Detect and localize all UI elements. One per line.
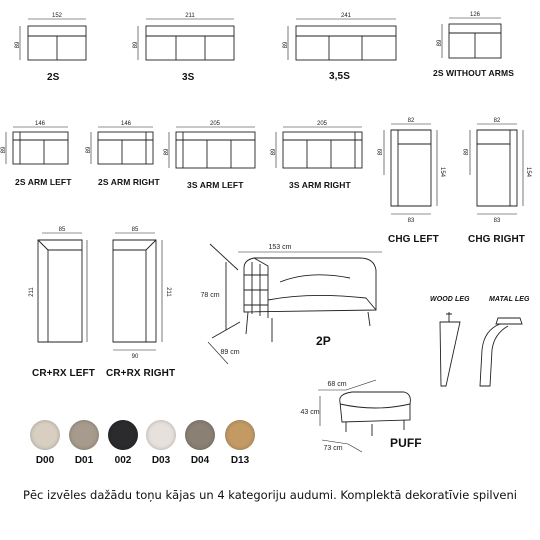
dim-2s-width: 152 bbox=[52, 13, 63, 19]
label-35s: 3,5S bbox=[329, 71, 350, 82]
dim-2p-width: 153 cm bbox=[269, 244, 292, 251]
dim-chg-right-bottom: 83 bbox=[494, 218, 501, 224]
dim-2s-arm-right-height: 89 bbox=[86, 146, 92, 153]
dim-chg-left-bottom: 83 bbox=[408, 218, 415, 224]
module-cr-rx-left-drawing bbox=[37, 232, 88, 343]
dim-cr-rx-left-top: 85 bbox=[59, 227, 66, 233]
label-cr-rx-left: CR+RX LEFT bbox=[32, 368, 95, 379]
dim-cr-rx-left-side: 211 bbox=[29, 287, 35, 297]
label-wood-leg: WOOD LEG bbox=[430, 296, 470, 303]
swatch-d01[interactable] bbox=[69, 420, 99, 450]
swatch-code-label: D01 bbox=[74, 455, 94, 466]
module-cr-rx-right-drawing bbox=[112, 232, 163, 351]
label-2s: 2S bbox=[47, 72, 60, 83]
label-chg-left: CHG LEFT bbox=[388, 234, 439, 245]
dim-3s-height: 89 bbox=[133, 41, 139, 48]
module-2s-arm-right-drawing bbox=[90, 126, 154, 165]
dim-3s-width: 211 bbox=[185, 13, 195, 19]
dim-2p-height: 78 cm bbox=[200, 292, 219, 299]
dim-35s-height: 89 bbox=[283, 41, 289, 48]
label-2s-arm-left: 2S ARM LEFT bbox=[15, 177, 72, 187]
module-chg-right-drawing bbox=[469, 123, 524, 215]
swatch-code-label: D04 bbox=[190, 455, 210, 466]
dim-chg-right-side-v: 89 bbox=[464, 148, 470, 155]
label-metal-leg: MATAL LEG bbox=[489, 296, 530, 303]
module-35s-drawing bbox=[287, 18, 397, 61]
wood-leg-drawing bbox=[439, 312, 461, 387]
module-3s-arm-right-drawing bbox=[275, 126, 363, 169]
dim-cr-rx-right-top: 85 bbox=[132, 227, 139, 233]
label-3s-arm-right: 3S ARM RIGHT bbox=[289, 180, 351, 190]
module-2s-arm-left-drawing bbox=[5, 126, 69, 165]
dim-chg-right-side-h: 154 bbox=[525, 167, 531, 178]
dim-2s-no-arms-width: 126 bbox=[470, 12, 481, 18]
swatch-code-label: 002 bbox=[114, 455, 132, 466]
swatch-d13[interactable] bbox=[225, 420, 255, 450]
swatch-code-label: D03 bbox=[151, 455, 171, 466]
label-3s-arm-left: 3S ARM LEFT bbox=[187, 180, 244, 190]
dim-chg-left-side-v: 89 bbox=[378, 148, 384, 155]
swatch-d00[interactable] bbox=[30, 420, 60, 450]
dim-2s-arm-left-width: 146 bbox=[35, 121, 46, 127]
label-puff: PUFF bbox=[390, 436, 422, 450]
dim-cr-rx-right-bottom: 90 bbox=[132, 354, 139, 360]
dim-3s-arm-right-height: 89 bbox=[271, 148, 277, 155]
dim-2s-height: 89 bbox=[15, 41, 21, 48]
dim-2p-depth: 89 cm bbox=[220, 349, 239, 356]
module-2s-drawing bbox=[19, 18, 87, 61]
dim-3s-arm-right-width: 205 bbox=[317, 121, 328, 127]
dimension-texts: 152 89 211 89 241 89 126 89 146 89 146 8… bbox=[1, 12, 531, 452]
dim-chg-left-side-h: 154 bbox=[439, 167, 445, 178]
sofa-2p-drawing bbox=[207, 243, 382, 365]
module-3s-arm-left-drawing bbox=[168, 126, 256, 169]
dim-35s-width: 241 bbox=[341, 13, 352, 19]
label-2s-arm-right: 2S ARM RIGHT bbox=[98, 177, 160, 187]
label-chg-right: CHG RIGHT bbox=[468, 234, 526, 245]
label-2s-no-arms: 2S WITHOUT ARMS bbox=[433, 68, 514, 78]
label-3s: 3S bbox=[182, 72, 195, 83]
swatch-code-label: D13 bbox=[230, 455, 250, 466]
label-2p: 2P bbox=[316, 334, 331, 348]
dim-puff-height: 43 cm bbox=[300, 409, 319, 416]
module-chg-left-drawing bbox=[383, 123, 438, 215]
dim-chg-left-top: 82 bbox=[408, 118, 415, 124]
metal-leg-drawing bbox=[479, 317, 523, 387]
swatch-002[interactable] bbox=[108, 420, 138, 450]
dim-3s-arm-left-width: 205 bbox=[210, 121, 221, 127]
module-2s-no-arms-drawing bbox=[441, 17, 502, 59]
dim-cr-rx-right-side: 211 bbox=[165, 287, 171, 297]
swatch-d04[interactable] bbox=[185, 420, 215, 450]
dim-2s-arm-left-height: 89 bbox=[1, 146, 7, 153]
footer-caption: Pēc izvēles dažādu toņu kājas un 4 kateg… bbox=[23, 488, 517, 502]
dim-puff-depth: 73 cm bbox=[323, 445, 342, 452]
label-cr-rx-right: CR+RX RIGHT bbox=[106, 368, 176, 379]
dim-chg-right-top: 82 bbox=[494, 118, 501, 124]
dim-3s-arm-left-height: 89 bbox=[164, 148, 170, 155]
puff-drawing bbox=[318, 379, 411, 453]
dim-puff-width: 68 cm bbox=[327, 381, 346, 388]
module-3s-drawing bbox=[137, 18, 235, 61]
dim-2s-arm-right-width: 146 bbox=[121, 121, 132, 127]
dim-2s-no-arms-height: 89 bbox=[437, 39, 443, 46]
swatch-code-label: D00 bbox=[35, 455, 55, 466]
swatch-d03[interactable] bbox=[146, 420, 176, 450]
